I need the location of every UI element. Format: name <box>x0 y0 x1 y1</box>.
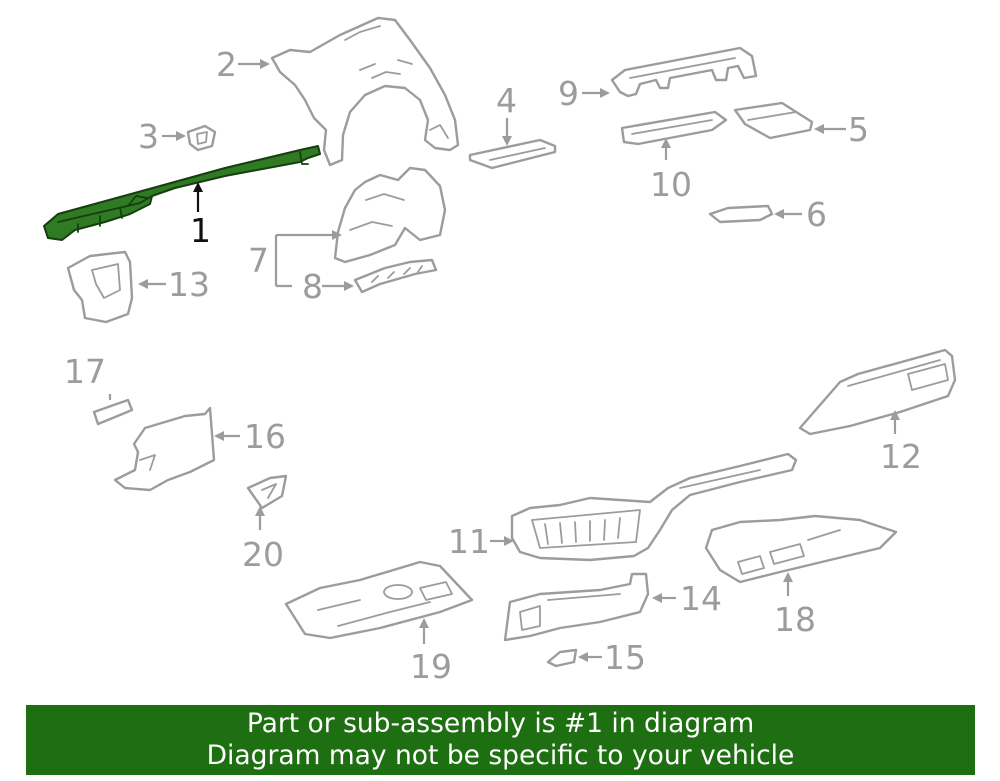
part-4-cover[interactable] <box>468 138 557 170</box>
callout-6-leader <box>774 209 802 219</box>
callout-14: 14 <box>680 579 722 618</box>
callout-20: 20 <box>242 535 284 574</box>
part-16-side-cover[interactable] <box>113 406 216 492</box>
callout-5-leader <box>814 124 846 134</box>
callout-7: 7 <box>248 241 269 280</box>
callout-17: 17 <box>64 352 106 391</box>
part-15-cap[interactable] <box>546 648 578 668</box>
callout-12-leader <box>890 410 900 434</box>
part-12-glove-panel[interactable] <box>798 348 957 436</box>
part-11-center-vent-panel[interactable] <box>510 452 798 562</box>
info-banner: Part or sub-assembly is #1 in diagram Di… <box>26 705 975 775</box>
part-9-trim-strip[interactable] <box>610 46 758 98</box>
callout-1-leader <box>193 182 203 212</box>
banner-line-2: Diagram may not be specific to your vehi… <box>206 740 795 771</box>
part-13-duct[interactable] <box>66 250 134 324</box>
callout-13-leader <box>138 279 166 289</box>
callout-18: 18 <box>774 600 816 639</box>
callout-13: 13 <box>168 265 210 304</box>
callout-19: 19 <box>410 647 452 686</box>
callout-10-leader <box>661 138 671 160</box>
part-18-lower-panel[interactable] <box>704 514 898 584</box>
part-20-bracket[interactable] <box>246 474 288 510</box>
callout-11-leader <box>490 536 514 546</box>
callout-15: 15 <box>604 638 646 677</box>
callout-4: 4 <box>496 81 517 120</box>
callout-4-leader <box>502 118 512 146</box>
callout-7-8-bracket <box>274 230 354 291</box>
part-17-pad[interactable] <box>92 398 134 426</box>
callout-6: 6 <box>806 195 827 234</box>
callout-16: 16 <box>244 417 286 456</box>
callout-11: 11 <box>448 522 490 561</box>
callout-10: 10 <box>650 165 692 204</box>
banner-line-1: Part or sub-assembly is #1 in diagram <box>246 708 755 739</box>
callout-18-leader <box>783 572 793 596</box>
callout-12: 12 <box>880 437 922 476</box>
callout-8: 8 <box>302 267 323 306</box>
callout-2: 2 <box>216 45 237 84</box>
callout-5: 5 <box>848 110 869 149</box>
part-1-dash-panel[interactable] <box>43 145 321 241</box>
part-7-pillar-trim[interactable] <box>333 166 447 264</box>
callout-15-leader <box>578 652 602 662</box>
callout-1: 1 <box>190 211 211 250</box>
callout-9: 9 <box>558 74 579 113</box>
part-5-bracket[interactable] <box>733 101 814 140</box>
callout-3-leader <box>162 131 186 141</box>
callout-2-leader <box>238 59 270 69</box>
callout-3: 3 <box>138 117 159 156</box>
part-14-knee-panel[interactable] <box>503 572 650 642</box>
callout-9-leader <box>582 88 610 98</box>
part-3-clip[interactable] <box>186 124 217 152</box>
part-10-panel[interactable] <box>620 110 728 146</box>
callout-14-leader <box>652 593 676 603</box>
part-2-side-trim[interactable] <box>270 16 460 167</box>
parts-diagram: 1 2 3 4 9 <box>43 16 957 686</box>
part-8-trim-strip[interactable] <box>353 258 438 294</box>
part-19-lower-dash[interactable] <box>284 560 474 640</box>
part-6-garnish[interactable] <box>708 204 774 224</box>
callout-19-leader <box>419 618 429 644</box>
callout-16-leader <box>214 431 240 441</box>
callout-20-leader <box>255 506 265 530</box>
